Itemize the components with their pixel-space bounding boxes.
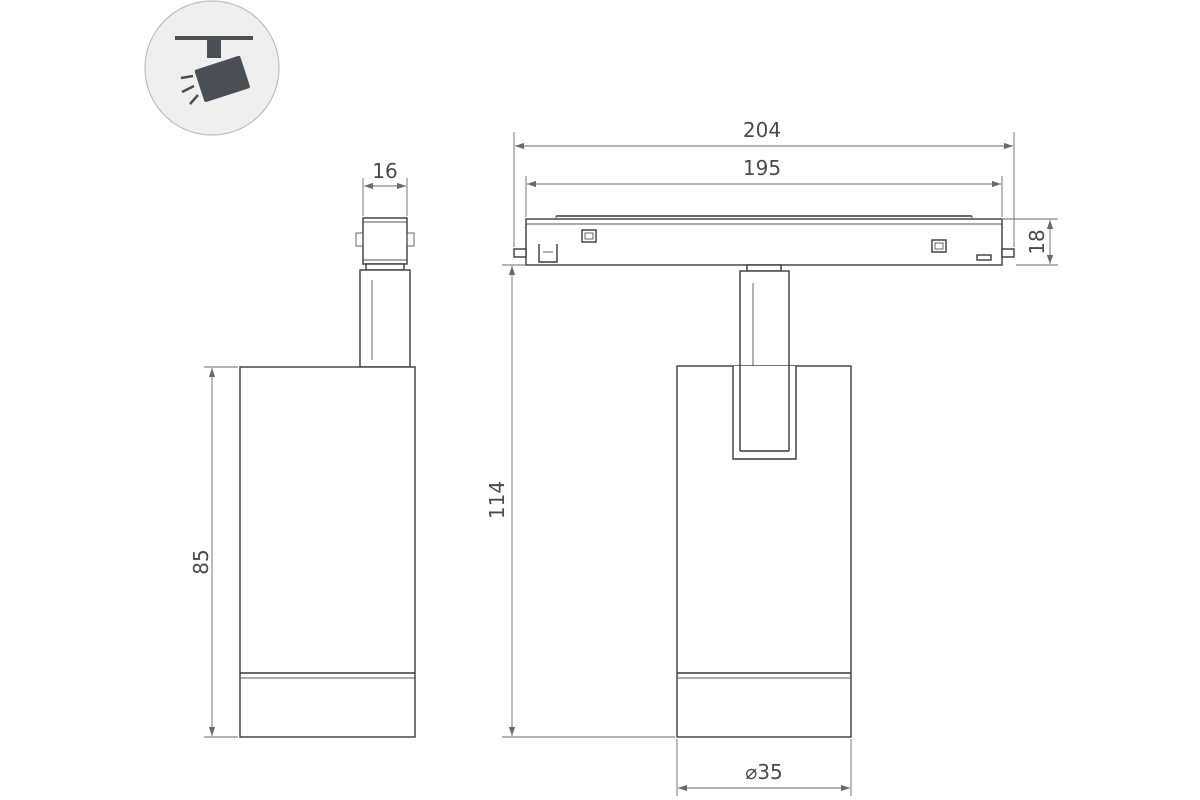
dim-label-diameter: ⌀35 [745, 760, 783, 784]
front-view [513, 215, 1015, 738]
track-spotlight-icon [144, 0, 280, 136]
side-connector [362, 217, 408, 265]
dim-label-114: 114 [485, 481, 509, 519]
dimension-diameter: ⌀35 [676, 739, 852, 796]
track-adapter [525, 218, 1003, 266]
dim-label-18: 18 [1025, 229, 1049, 254]
dimension-total-length: 204 [513, 118, 1015, 247]
side-body [239, 366, 416, 738]
dim-label-195: 195 [743, 156, 781, 180]
dimension-track-height: 18 [1003, 218, 1058, 266]
side-stem [359, 269, 411, 368]
dimension-side-width: 16 [362, 159, 408, 216]
dim-label-85: 85 [189, 549, 213, 574]
dimension-track-length: 195 [525, 156, 1003, 217]
dimension-total-height: 114 [485, 264, 675, 738]
side-view [239, 217, 416, 738]
dim-label-16: 16 [372, 159, 397, 183]
dimension-body-height: 85 [189, 366, 238, 738]
dim-label-204: 204 [743, 118, 781, 142]
